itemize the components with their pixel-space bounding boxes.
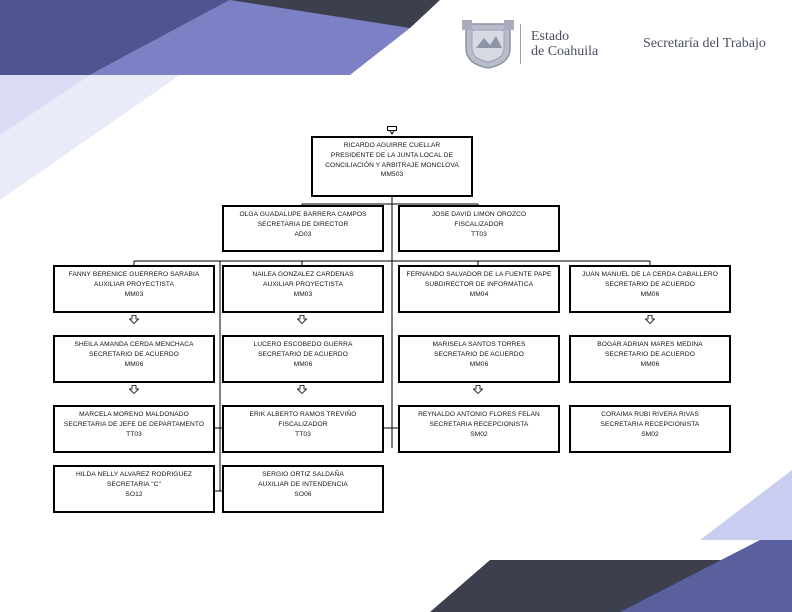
org-node[interactable]: HILDA NELLY ALVAREZ RODRIGUEZ SECRETARIA… <box>53 465 215 513</box>
node-code: MM03 <box>293 290 313 298</box>
node-name: SERGIO ORTIZ SALDAÑA <box>262 471 344 478</box>
node-code: MM06 <box>640 290 660 298</box>
node-name: LUCERO ESCOBEDO GUERRA <box>253 341 353 348</box>
node-code: SO06 <box>294 490 312 498</box>
secretaria-del-trabajo-label: Secretaría del Trabajo <box>643 36 766 51</box>
org-node-secretaria-director[interactable]: OLGA GUADALUPE BARRERA CAMPOS SECRETARIA… <box>222 205 384 252</box>
node-code: MM03 <box>124 290 144 298</box>
expand-icon[interactable] <box>297 315 307 324</box>
org-node[interactable]: SHEILA AMANDA CERDA MENCHACA SECRETARIO … <box>53 335 215 383</box>
bottom-right-band-blue <box>620 540 792 612</box>
org-node[interactable]: MARISELA SANTOS TORRES SECRETARIO DE ACU… <box>398 335 560 383</box>
node-title: FISCALIZADOR <box>454 220 504 228</box>
org-node[interactable]: LUCERO ESCOBEDO GUERRA SECRETARIO DE ACU… <box>222 335 384 383</box>
estado-coahuila-label: Estado de Coahuila <box>531 29 599 59</box>
node-title: AUXILIAR PROYECTISTA <box>263 280 343 288</box>
node-code: SM02 <box>641 430 659 438</box>
node-code: TT03 <box>295 430 311 438</box>
bottom-right-band-light <box>700 470 792 540</box>
node-title: AUXILIAR PROYECTISTA <box>94 280 174 288</box>
node-code: MM06 <box>640 360 660 368</box>
header-divider <box>520 24 521 64</box>
node-title: SECRETARIA RECEPCIONISTA <box>600 420 700 428</box>
node-title: SECRETARIO DE ACUERDO <box>605 350 695 358</box>
node-code: MM503 <box>380 171 404 179</box>
node-code: SM02 <box>470 430 488 438</box>
expand-icon[interactable] <box>297 385 307 394</box>
org-node[interactable]: NAILEA GONZALEZ CARDENAS AUXILIAR PROYEC… <box>222 265 384 313</box>
node-title: PRESIDENTE DE LA JUNTA LOCAL DE <box>330 151 454 159</box>
node-title: SUBDIRECTOR DE INFORMATICA <box>424 280 534 288</box>
node-name: RICARDO AGUIRRE CUELLAR <box>343 142 441 149</box>
node-name: FERNANDO SALVADOR DE LA FUENTE PAPE <box>406 271 552 278</box>
top-band-mid <box>90 0 410 75</box>
node-name: HILDA NELLY ALVAREZ RODRIGUEZ <box>75 471 192 478</box>
org-node[interactable]: ERIK ALBERTO RAMOS TREVIÑO FISCALIZADOR … <box>222 405 384 453</box>
org-node[interactable]: FANNY BERENICE GUERRERO SARABIA AUXILIAR… <box>53 265 215 313</box>
node-name: MARISELA SANTOS TORRES <box>432 341 526 348</box>
org-node[interactable]: BOGAR ADRIAN MARES MEDINA SECRETARIO DE … <box>569 335 731 383</box>
node-name: REYNALDO ANTONIO FLORES FELAN <box>418 411 540 418</box>
node-code: MM06 <box>469 360 489 368</box>
org-node[interactable]: CORAIMA RUBI RIVERA RIVAS SECRETARIA REC… <box>569 405 731 453</box>
org-node[interactable]: JUAN MANUEL DE LA CERDA CABALLERO SECRET… <box>569 265 731 313</box>
node-name: ERIK ALBERTO RAMOS TREVIÑO <box>249 411 357 418</box>
node-name: SHEILA AMANDA CERDA MENCHACA <box>74 341 194 348</box>
top-left-band-dark <box>0 0 230 75</box>
node-code: TT03 <box>126 430 142 438</box>
node-code: AD03 <box>294 230 312 238</box>
node-title: SECRETARIA "C" <box>107 480 161 488</box>
node-title: FISCALIZADOR <box>278 420 328 428</box>
node-code: TT03 <box>471 230 487 238</box>
node-title: SECRETARIA RECEPCIONISTA <box>429 420 529 428</box>
node-code: MM04 <box>469 290 489 298</box>
node-name: FANNY BERENICE GUERRERO SARABIA <box>68 271 200 278</box>
node-title: SECRETARIO DE ACUERDO <box>605 280 695 288</box>
node-title: SECRETARIA DE JEFE DE DEPARTAMENTO <box>63 420 205 428</box>
node-name: MARCELA MORENO MALDONADO <box>79 411 189 418</box>
expand-icon[interactable] <box>473 385 483 394</box>
top-left-band-pale <box>0 75 180 200</box>
node-title: SECRETARIO DE ACUERDO <box>89 350 179 358</box>
coahuila-seal-logo <box>462 20 514 69</box>
node-name: BOGAR ADRIAN MARES MEDINA <box>597 341 703 348</box>
node-title: SECRETARIO DE ACUERDO <box>258 350 348 358</box>
node-code: MM06 <box>124 360 144 368</box>
node-code: SO12 <box>125 490 143 498</box>
node-name: NAILEA GONZALEZ CARDENAS <box>252 271 354 278</box>
node-code: MM06 <box>293 360 313 368</box>
node-title: CONCILIACIÓN Y ARBITRAJE MONCLOVA <box>325 161 459 169</box>
node-title: AUXILIAR DE INTENDENCIA <box>258 480 348 488</box>
node-name: JOSE DAVID LIMON OROZCO <box>431 211 527 218</box>
node-name: CORAIMA RUBI RIVERA RIVAS <box>601 411 699 418</box>
org-node[interactable]: FERNANDO SALVADOR DE LA FUENTE PAPE SUBD… <box>398 265 560 313</box>
node-name: OLGA GUADALUPE BARRERA CAMPOS <box>239 211 367 218</box>
expand-icon[interactable] <box>387 126 397 135</box>
expand-icon[interactable] <box>129 385 139 394</box>
org-node[interactable]: SERGIO ORTIZ SALDAÑA AUXILIAR DE INTENDE… <box>222 465 384 513</box>
org-node-fiscalizador[interactable]: JOSE DAVID LIMON OROZCO FISCALIZADOR TT0… <box>398 205 560 252</box>
org-node[interactable]: MARCELA MORENO MALDONADO SECRETARIA DE J… <box>53 405 215 453</box>
expand-icon[interactable] <box>645 315 655 324</box>
org-node[interactable]: REYNALDO ANTONIO FLORES FELAN SECRETARIA… <box>398 405 560 453</box>
node-name: JUAN MANUEL DE LA CERDA CABALLERO <box>581 271 719 278</box>
node-title: SECRETARIA DE DIRECTOR <box>257 220 349 228</box>
expand-icon[interactable] <box>129 315 139 324</box>
node-title: SECRETARIO DE ACUERDO <box>434 350 524 358</box>
org-node-presidente[interactable]: RICARDO AGUIRRE CUELLAR PRESIDENTE DE LA… <box>311 136 473 197</box>
